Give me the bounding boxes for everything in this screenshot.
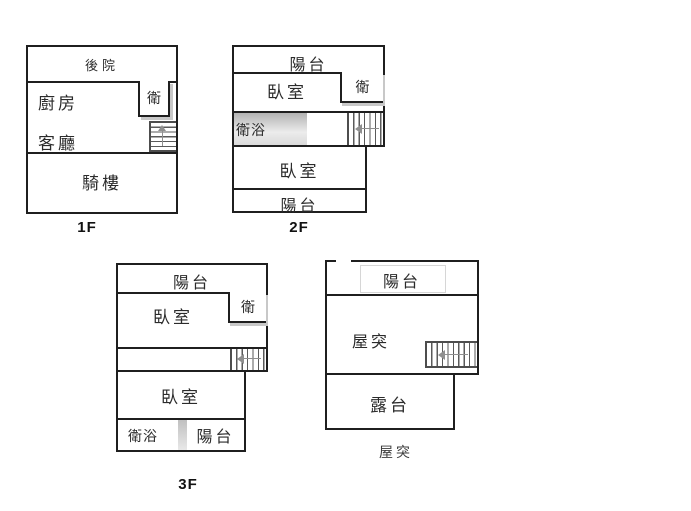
door-opening	[336, 260, 351, 262]
stairs-down-icon	[347, 113, 383, 145]
floorplan-2f-upper: 陽台 臥室 衛 衛浴	[232, 45, 385, 147]
floor-label-1f: 1F	[77, 219, 97, 236]
arrow-left-icon	[237, 354, 244, 364]
room-label-penthouse: 屋突	[351, 334, 390, 351]
room-label-bath: 衛	[355, 78, 370, 95]
wall-divider	[118, 292, 266, 294]
label-outline	[360, 265, 446, 293]
floor-label-roof: 屋突	[379, 444, 413, 460]
room-label-living-room: 客廳	[38, 134, 78, 153]
floor-label-2f: 2F	[289, 219, 309, 236]
room-label-bedroom-top: 臥室	[267, 83, 307, 102]
floorplan-1f: 後院 廚房 客廳 衛 騎樓	[26, 45, 178, 214]
room-label-bedroom-bottom: 臥室	[161, 388, 201, 407]
stairs-down-icon	[230, 349, 266, 370]
wall-divider	[28, 81, 176, 83]
room-label-backyard: 後院	[84, 58, 119, 73]
room-label-balcony: 陽台	[382, 274, 421, 291]
arrow-left-icon	[438, 350, 445, 360]
room-bath: 衛	[228, 292, 266, 323]
arrow-line	[244, 358, 261, 359]
arrow-line	[162, 130, 163, 146]
room-label-balcony-top: 陽台	[172, 275, 211, 292]
wall-divider	[118, 347, 266, 349]
floor-label-3f: 3F	[178, 476, 198, 493]
room-label-balcony-bottom: 陽台	[196, 429, 235, 446]
floorplan-3f-lower: 臥室 衛浴 陽台	[116, 370, 246, 452]
room-label-bedroom-top: 臥室	[153, 308, 193, 327]
room-bath: 衛	[340, 72, 383, 103]
room-label-bathroom: 衛浴	[236, 122, 266, 138]
arrow-line	[445, 354, 468, 355]
wall-divider	[327, 294, 477, 296]
floorplan-3f-upper: 陽台 臥室 衛	[116, 263, 268, 372]
room-label-bath: 衛	[147, 90, 161, 106]
room-label-balcony-top: 陽台	[289, 57, 328, 74]
stairs-down-icon	[425, 341, 477, 368]
wall-divider	[234, 111, 383, 113]
room-label-bedroom-bottom: 臥室	[279, 162, 320, 181]
stairs-up-icon	[149, 121, 176, 152]
room-label-kitchen: 廚房	[38, 94, 78, 113]
arrow-line	[362, 128, 379, 129]
room-label-terrace: 露台	[370, 396, 410, 415]
shadow-stripe	[234, 113, 307, 145]
arrow-left-icon	[355, 124, 362, 134]
wall-divider	[28, 152, 176, 154]
wall-divider	[234, 188, 365, 190]
room-label-arcade: 騎樓	[82, 174, 122, 193]
arrow-up-icon	[158, 125, 166, 131]
shadow-divider	[178, 420, 187, 450]
floorplan-roof-lower: 露台	[325, 373, 455, 430]
floorplan-2f-lower: 臥室 陽台	[232, 145, 367, 215]
room-label-bath: 衛	[241, 298, 255, 315]
room-label-balcony-bottom: 陽台	[280, 198, 319, 215]
floorplan-roof-upper: 陽台 屋突	[325, 260, 479, 375]
room-bath: 衛	[138, 81, 170, 117]
room-label-bathroom: 衛浴	[128, 428, 158, 444]
wall-divider	[234, 72, 383, 74]
wall-divider	[118, 418, 244, 420]
